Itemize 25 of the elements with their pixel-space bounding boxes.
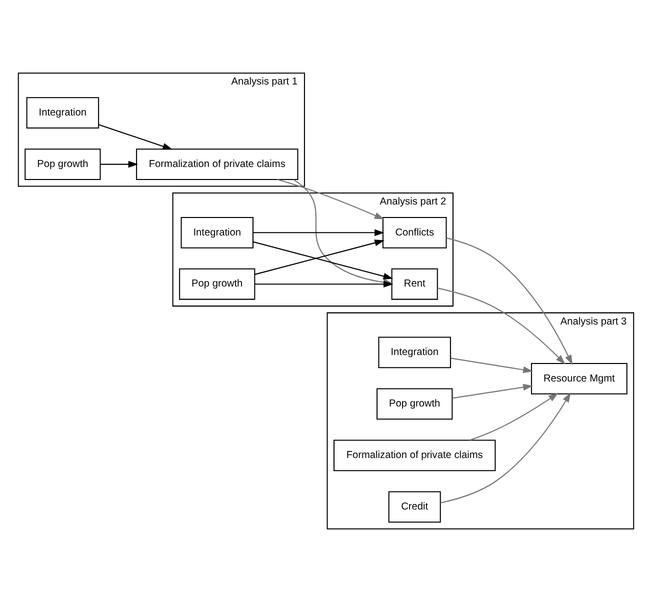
arrow <box>452 384 533 399</box>
arrow <box>254 240 385 275</box>
node-box: Integration <box>180 216 254 248</box>
arrow <box>446 237 572 365</box>
node-box: Pop growth <box>24 148 101 180</box>
arrow <box>100 160 138 168</box>
node-box: Resource Mgmt <box>531 362 628 394</box>
node-box: Formalization of private claims <box>136 148 298 180</box>
arrow <box>440 392 571 504</box>
node-box: Credit <box>388 491 441 523</box>
node-box: Rent <box>391 268 438 300</box>
node-box: Pop growth <box>376 388 453 420</box>
node-box: Conflicts <box>382 216 447 248</box>
node-box: Integration <box>378 336 451 368</box>
arrow <box>253 229 384 236</box>
node-box: Formalization of private claims <box>334 440 496 472</box>
node-box: Pop growth <box>179 268 256 300</box>
arrow <box>98 124 173 150</box>
arrow <box>470 393 558 441</box>
arrow <box>253 241 394 280</box>
arrow <box>450 358 533 374</box>
arrow <box>254 280 394 288</box>
node-box: Integration <box>26 97 100 128</box>
arrow <box>437 288 566 364</box>
arrow <box>277 178 384 220</box>
